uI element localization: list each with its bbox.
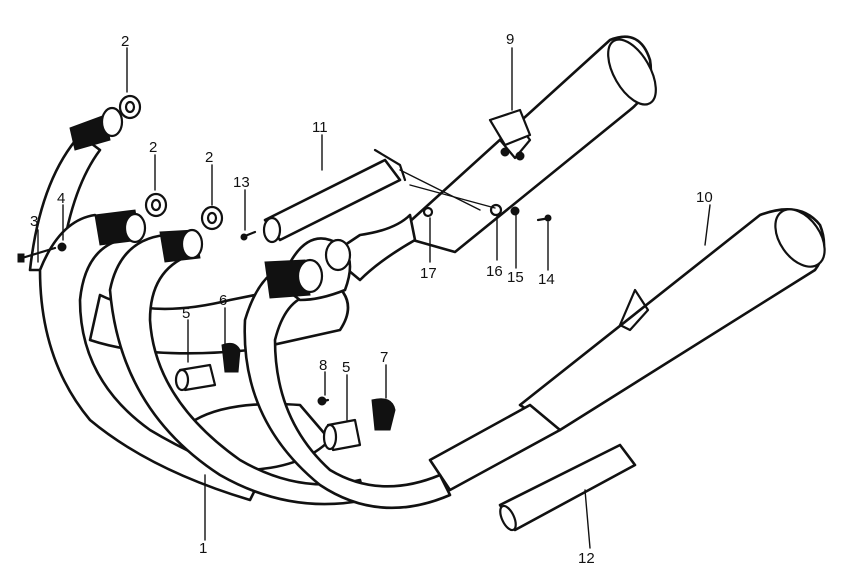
callout-12: 12 [578,550,595,567]
leader-lines [37,47,711,549]
callout-13: 13 [233,174,250,191]
callout-16: 16 [486,263,503,280]
callout-3: 3 [30,213,38,230]
callout-2-top: 2 [121,33,129,50]
callout-7: 7 [380,349,388,366]
callout-17: 17 [420,265,437,282]
callout-11: 11 [312,119,328,136]
hardware [17,184,552,406]
callout-2-right: 2 [205,149,213,166]
callout-6: 6 [219,292,227,309]
callout-15: 15 [507,269,524,286]
connector-sleeves [174,363,362,452]
callout-2-mid: 2 [149,139,157,156]
upper-muffler [393,35,657,254]
lower-muffler [428,208,826,492]
callout-8: 8 [319,357,327,374]
callout-1: 1 [199,540,207,557]
pipe-clamps [221,342,396,431]
part-9-bracket [488,108,532,161]
callout-labels: 1 2 2 2 3 4 5 5 6 7 8 9 10 11 12 13 14 1… [30,31,713,567]
callout-9: 9 [506,31,514,48]
gaskets [118,94,224,231]
callout-5-right: 5 [342,359,350,376]
callout-4: 4 [57,190,65,207]
pipe-flanges [69,106,352,299]
callout-5-left: 5 [182,305,190,322]
callout-10: 10 [696,189,713,206]
part-12-pipe [498,443,637,532]
part-11-shield [262,148,481,244]
callout-14: 14 [538,271,555,288]
